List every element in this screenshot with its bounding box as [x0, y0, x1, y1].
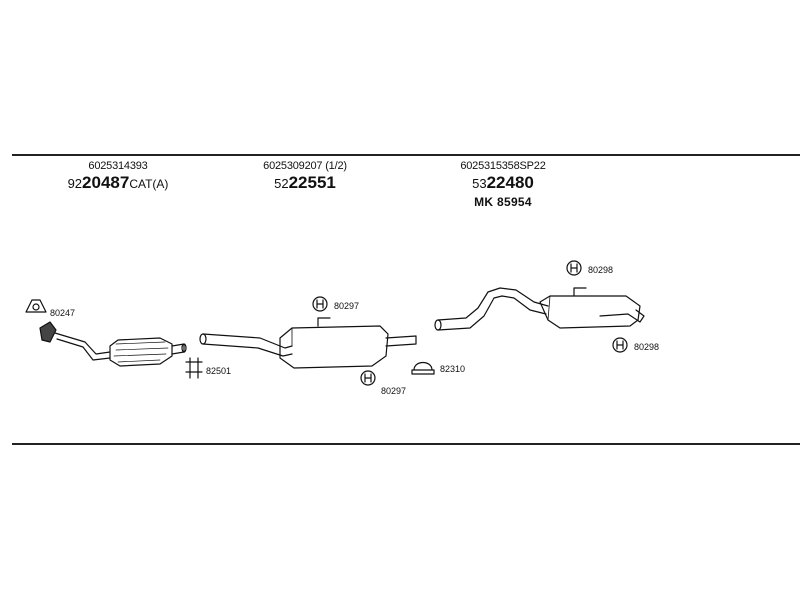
middle-silencer-section[interactable] — [199, 317, 417, 369]
clamp-icon[interactable] — [411, 361, 435, 375]
bottom-divider — [12, 443, 800, 445]
part-number-prefix: 52 — [274, 176, 289, 191]
hanger-icon[interactable] — [312, 296, 328, 312]
part-number[interactable]: 9220487CAT(A) — [48, 173, 188, 193]
oem-number: 6025315358SP22 — [460, 160, 546, 172]
hanger-icon[interactable] — [566, 260, 582, 276]
hanger-icon[interactable] — [360, 370, 376, 386]
part-label: 82501 — [206, 366, 231, 376]
part-number-main: 22551 — [288, 173, 336, 192]
part-group-rear-silencer: 6025315358SP22 5322480 MK 85954 — [438, 160, 568, 209]
part-group-catalyst: 6025314393 9220487CAT(A) — [48, 160, 188, 193]
part-label: 82310 — [440, 364, 465, 374]
oem-number: 6025309207 (1/2) — [263, 160, 347, 172]
mounting-kit-number[interactable]: MK 85954 — [474, 195, 532, 209]
part-label: 80247 — [50, 308, 75, 318]
catalyst-section[interactable] — [39, 321, 187, 367]
part-group-middle-silencer: 6025309207 (1/2) 5222551 — [240, 160, 370, 193]
part-label: 80298 — [588, 265, 613, 275]
oem-number: 6025314393 — [88, 160, 148, 172]
part-number-main: 20487 — [82, 173, 130, 192]
hanger-icon[interactable] — [612, 337, 628, 353]
part-number-suffix: CAT(A) — [129, 177, 169, 191]
part-label: 80298 — [634, 342, 659, 352]
gasket-icon[interactable] — [25, 299, 47, 313]
part-label: 80297 — [381, 386, 406, 396]
rear-silencer-section[interactable] — [434, 287, 645, 331]
part-number[interactable]: 5322480 — [438, 173, 568, 193]
top-divider — [12, 154, 800, 156]
part-number-prefix: 92 — [67, 176, 83, 191]
clamp-icon[interactable] — [185, 357, 203, 379]
part-number-prefix: 53 — [472, 176, 487, 191]
part-number-main: 22480 — [486, 173, 534, 192]
part-label: 80297 — [334, 301, 359, 311]
part-number[interactable]: 5222551 — [240, 173, 370, 193]
